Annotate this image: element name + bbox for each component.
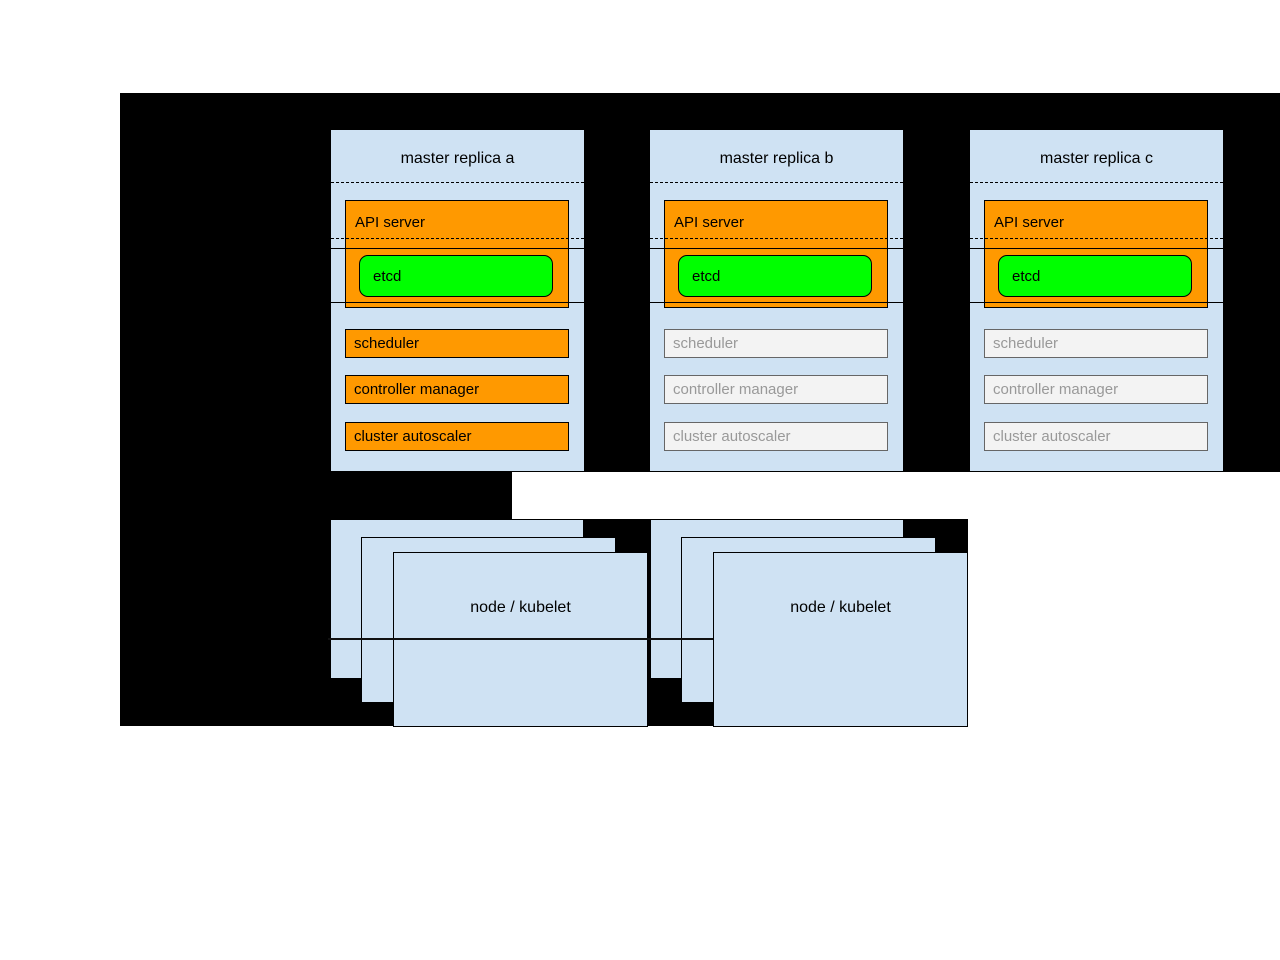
controller-manager-box: controller manager: [345, 375, 569, 404]
etcd-label: etcd: [692, 267, 721, 285]
divider-solid-line: [650, 302, 903, 303]
etcd-box: etcd: [998, 255, 1192, 297]
scheduler-box: scheduler: [345, 329, 569, 358]
divider-dashed-line: [331, 182, 584, 183]
controller-manager-box: controller manager: [664, 375, 888, 404]
cluster-autoscaler-box: cluster autoscaler: [345, 422, 569, 451]
master-replica-c-box: master replica c API server etcd schedul…: [969, 129, 1224, 472]
divider-dashed-line: [650, 238, 903, 239]
etcd-box: etcd: [678, 255, 872, 297]
divider-dashed-line: [970, 182, 1223, 183]
divider-solid-line: [650, 248, 903, 249]
api-server-label: API server: [674, 214, 745, 231]
master-replica-b-box: master replica b API server etcd schedul…: [649, 129, 904, 472]
controller-manager-box: controller manager: [984, 375, 1208, 404]
etcd-label: etcd: [1012, 267, 1041, 285]
api-server-label: API server: [994, 214, 1065, 231]
node-kubelet-label: node / kubelet: [790, 599, 891, 616]
scheduler-box: scheduler: [984, 329, 1208, 358]
master-title: master replica b: [719, 150, 834, 167]
divider-dashed-line: [650, 182, 903, 183]
master-replica-a-box: master replica a API server etcd schedul…: [330, 129, 585, 472]
scheduler-box: scheduler: [664, 329, 888, 358]
divider-dashed-line: [331, 238, 584, 239]
api-server-label: API server: [355, 214, 426, 231]
divider-solid-line: [331, 302, 584, 303]
node-kubelet-label: node / kubelet: [470, 599, 571, 616]
background-region-step: [120, 472, 512, 519]
divider-dashed-line: [970, 238, 1223, 239]
etcd-label: etcd: [373, 267, 402, 285]
master-title: master replica c: [1040, 150, 1153, 167]
divider-solid-line: [331, 248, 584, 249]
node-divider-line: [328, 638, 713, 640]
cluster-autoscaler-box: cluster autoscaler: [664, 422, 888, 451]
divider-solid-line: [970, 248, 1223, 249]
cluster-autoscaler-box: cluster autoscaler: [984, 422, 1208, 451]
master-title: master replica a: [400, 150, 515, 167]
divider-solid-line: [970, 302, 1223, 303]
node-box-front: node / kubelet: [713, 552, 968, 727]
etcd-box: etcd: [359, 255, 553, 297]
